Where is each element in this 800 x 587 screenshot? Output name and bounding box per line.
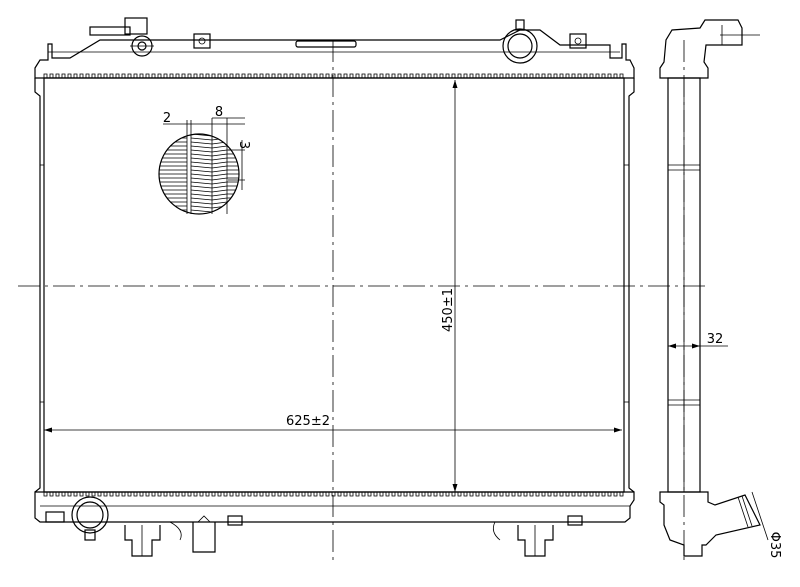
height-dimension: 450±1: [441, 80, 458, 492]
top-tank-slot: [295, 40, 357, 48]
front-view: 625±2 450±1 2 8 3: [18, 17, 710, 562]
fin-height-label: 3: [236, 141, 251, 149]
width-dimension-label: 625±2: [286, 414, 330, 429]
bottom-tank: [34, 491, 635, 523]
fin-detail: 2 8 3: [158, 105, 251, 215]
bottom-mount-left: [124, 525, 161, 557]
pipe-diameter-label: Φ35: [767, 532, 782, 559]
fin-pitch-label: 2: [163, 111, 171, 126]
depth-dimension-label: 32: [707, 332, 724, 347]
width-dimension: 625±2: [44, 414, 622, 433]
bottom-mount-center: [192, 515, 216, 553]
filler-cap: [89, 17, 154, 57]
drain-plug: [45, 511, 65, 523]
side-view: 32 Φ35: [659, 19, 782, 560]
height-dimension-label: 450±1: [441, 288, 456, 332]
header-teeth-bottom: [43, 492, 624, 497]
tube-pitch-label: 8: [215, 105, 223, 120]
top-tank: [34, 29, 635, 79]
top-mount-right: [569, 33, 587, 49]
bottom-mount-right: [517, 525, 554, 557]
header-teeth-top: [43, 73, 624, 78]
upper-inlet-pipe: [502, 19, 538, 64]
pipe-diameter-dimension: Φ35: [751, 491, 782, 559]
top-mount-left: [193, 33, 211, 49]
lower-outlet-pipe: [71, 496, 109, 541]
depth-dimension: 32: [668, 332, 728, 349]
